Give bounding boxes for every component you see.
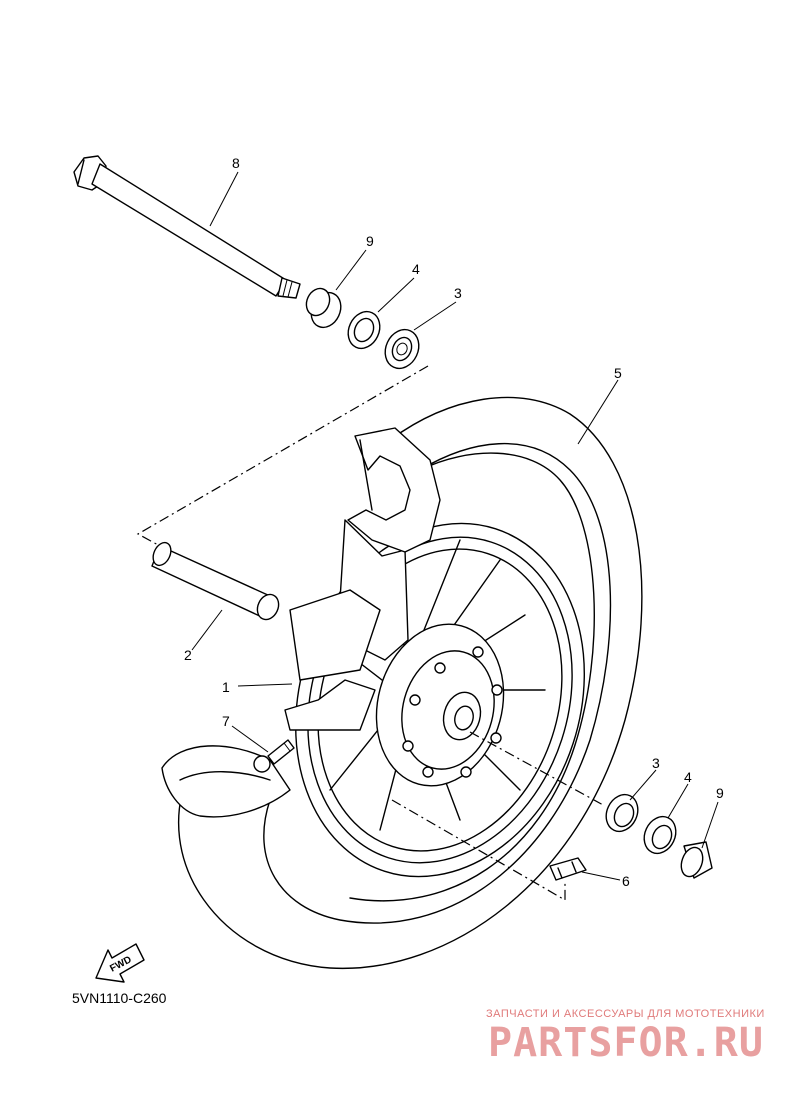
callout-1: 1 [222,679,230,695]
wheel-part-1 [284,519,585,878]
assembly-line-weight [391,799,566,902]
valve-part-7 [253,739,295,773]
callout-7: 7 [222,713,230,729]
callout-6: 6 [622,873,630,889]
callout-8: 8 [232,155,240,171]
callout-5: 5 [614,365,622,381]
fwd-arrow-icon: FWD [95,943,145,983]
bearing-part-4-bottom [643,815,677,855]
assembly-line-upper [136,365,429,547]
callout-9-top: 9 [366,233,374,249]
bearing-part-3-bottom [605,793,639,833]
spacer-part-9-bottom [680,841,713,879]
assembly-line-lower [469,731,606,807]
callout-2: 2 [184,647,192,663]
callout-3-top: 3 [454,285,462,301]
part-code-label: 5VN1110-C260 [72,990,167,1006]
leader-lines [191,171,719,881]
axle-part-8 [73,155,301,299]
tire-section-upper [347,427,441,553]
collar-part-2 [151,541,280,621]
watermark-logo: PARTSFOR.RU [488,1020,764,1066]
tire-part-5 [178,396,643,970]
watermark-subtitle: ЗАПЧАСТИ И АКСЕССУАРЫ ДЛЯ МОТОТЕХНИКИ [486,1008,765,1020]
callout-9-bottom: 9 [716,785,724,801]
callout-3-bottom: 3 [652,755,660,771]
bearing-part-4-top [347,310,381,350]
callout-4-top: 4 [412,261,420,277]
spacer-part-9-top [305,287,342,329]
balance-weight-part-6 [549,857,587,881]
bearing-part-3-top [384,328,420,370]
callout-4-bottom: 4 [684,769,692,785]
